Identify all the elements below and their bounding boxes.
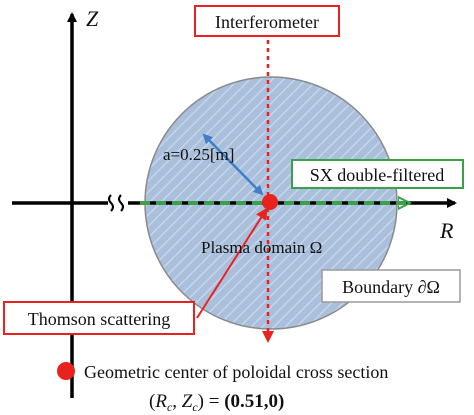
interferometer-label-box: Interferometer	[194, 5, 340, 37]
minor-radius-arrow	[202, 133, 264, 196]
z-axis-label: Z	[86, 6, 99, 31]
legend-line1: Geometric center of poloidal cross secti…	[84, 362, 388, 382]
boundary-label: Boundary ∂Ω	[342, 277, 440, 297]
axis-break-squiggle-icon	[108, 194, 124, 212]
geometric-center-dot	[262, 194, 278, 210]
legend-line2: (Rc, Zc) = (0.51,0)	[149, 391, 284, 414]
thomson-line	[196, 207, 268, 319]
thomson-label-box: Thomson scattering	[3, 301, 195, 335]
interferometer-label: Interferometer	[215, 12, 319, 32]
sx-label: SX double-filtered	[310, 165, 444, 185]
boundary-label-box: Boundary ∂Ω	[321, 269, 461, 303]
plasma-domain-label: Plasma domain Ω	[201, 238, 322, 257]
thomson-label: Thomson scattering	[28, 309, 170, 329]
sx-label-box: SX double-filtered	[291, 159, 464, 189]
legend-center-dot-icon	[57, 362, 75, 380]
r-axis-label: R	[439, 218, 454, 243]
minor-radius-label: a=0.25[m]	[163, 145, 234, 164]
